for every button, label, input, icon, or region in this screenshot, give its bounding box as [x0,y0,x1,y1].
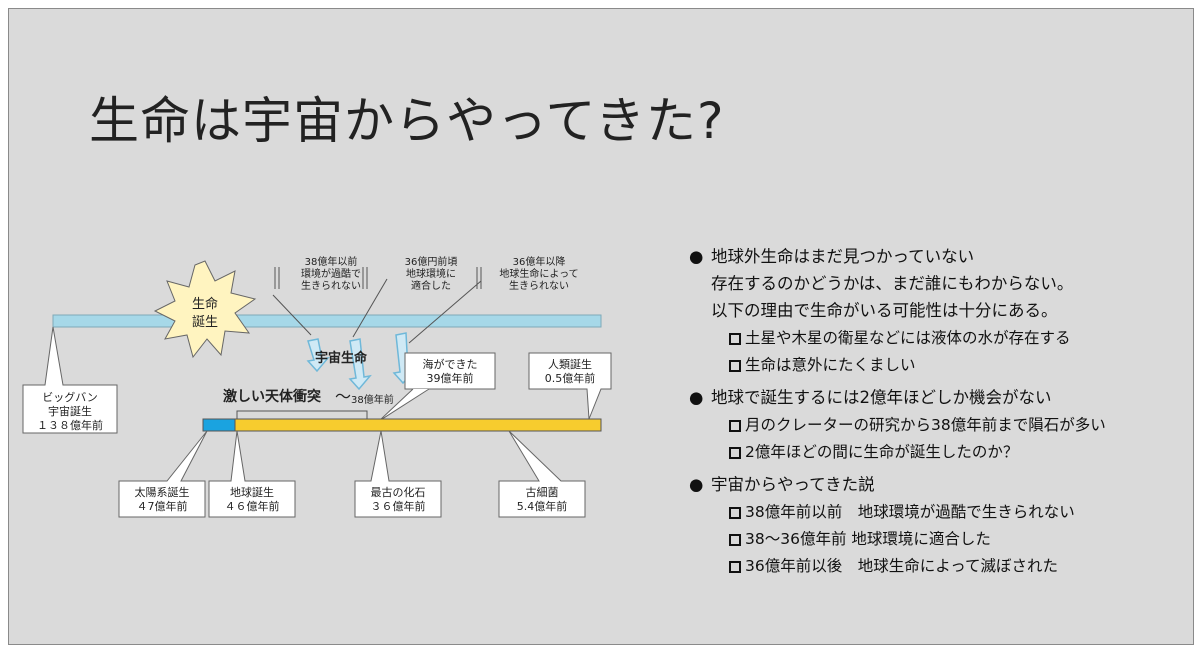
universe-timeline-bar [52,314,602,328]
svg-text:36億年以降: 36億年以降 [513,255,566,268]
annotation-36-after: 36億年以降 地球生命によって 生きられない [499,255,578,292]
svg-text:5.4億年前: 5.4億年前 [517,499,568,513]
svg-text:36億円前頃: 36億円前頃 [405,255,458,268]
earth-callout: 地球誕生 ４６億年前 [208,430,296,518]
bullet-section-3: ● 宇宙からやってきた説 38億年前以前 地球環境が過酷で生きられない 38〜36… [689,471,1169,579]
svg-text:４６億年前: ４６億年前 [225,499,280,513]
square-bullet-icon [729,447,741,459]
svg-text:宇宙誕生: 宇宙誕生 [48,404,92,418]
svg-text:最古の化石: 最古の化石 [371,485,426,499]
bombardment-label: 激しい天体衝突 [223,388,321,405]
slide: 生命は宇宙からやってきた? 生命 誕生 38億年以前 環境が過酷で 生きられない… [8,8,1194,645]
earth-timeline-bar [234,418,602,432]
svg-text:適合した: 適合した [411,279,451,292]
bullet-section-1: ● 地球外生命はまだ見つかっていない 存在するのかどうかは、まだ誰にもわからない。… [689,243,1169,378]
svg-text:４7億年前: ４7億年前 [137,499,188,513]
solar-system-bar [202,418,236,432]
starburst-label-line1: 生命 [192,296,218,312]
sub-bullet: 38億年前以前 地球環境が過酷で生きられない [689,499,1169,525]
ocean-callout: 海ができた 39億年前 [378,352,496,422]
sub-bullet: 2億年ほどの間に生命が誕生したのか？ [689,439,1169,465]
bullet-continuation: 存在するのかどうかは、まだ誰にもわからない。 [711,274,1074,293]
starburst-label-line2: 誕生 [192,315,218,330]
bigbang-callout: ビッグバン 宇宙誕生 １３８億年前 [22,326,118,434]
archaea-callout: 古細菌 5.4億年前 [498,430,586,518]
human-callout: 人類誕生 0.5億年前 [528,352,612,420]
life-birth-starburst [153,260,257,359]
svg-text:ビッグバン: ビッグバン [42,390,98,404]
bullet-text: 宇宙からやってきた説 [711,475,875,494]
svg-text:人類誕生: 人類誕生 [548,357,592,371]
square-bullet-icon [729,420,741,432]
svg-text:海ができた: 海ができた [423,357,478,371]
svg-text:39億年前: 39億年前 [427,371,474,385]
sub-bullet: 月のクレーターの研究から38億年前まで隕石が多い [689,412,1169,438]
svg-text:１３８億年前: １３８億年前 [37,418,103,432]
svg-text:生きられない: 生きられない [509,279,569,292]
square-bullet-icon [729,534,741,546]
svg-text:地球環境に: 地球環境に [406,267,456,280]
annotation-leader-lines [272,278,482,344]
svg-text:太陽系誕生: 太陽系誕生 [135,485,190,499]
svg-text:地球誕生: 地球誕生 [230,485,274,499]
bullet-list: ● 地球外生命はまだ見つかっていない 存在するのかどうかは、まだ誰にもわからない。… [689,243,1169,579]
bullet-dot: ● [689,388,704,407]
bombardment-bracket [236,410,368,419]
timeline-diagram: 生命 誕生 38億年以前 環境が過酷で 生きられない 36億円前頃 地球環境に … [22,255,612,518]
square-bullet-icon [729,360,741,372]
square-bullet-icon [729,561,741,573]
square-bullet-icon [729,333,741,345]
bullet-text: 地球外生命はまだ見つかっていない [711,247,975,266]
svg-text:環境が過酷で: 環境が過酷で [301,267,361,280]
svg-text:地球生命によって: 地球生命によって [499,267,578,280]
solar-callout: 太陽系誕生 ４7億年前 [118,430,208,518]
bullet-dot: ● [689,475,704,494]
svg-text:生きられない: 生きられない [301,279,361,292]
svg-text:３６億年前: ３６億年前 [371,499,426,513]
bullet-text: 地球で誕生するには2億年ほどしか機会がない [711,388,1052,407]
slide-title: 生命は宇宙からやってきた? [89,92,725,150]
svg-text:0.5億年前: 0.5億年前 [545,371,596,385]
svg-text:古細菌: 古細菌 [526,486,559,499]
square-bullet-icon [729,507,741,519]
annotation-38-before: 38億年以前 環境が過酷で 生きられない [301,255,361,292]
period-ticks [274,267,482,289]
sub-bullet: 38〜36億年前 地球環境に適合した [689,526,1169,552]
svg-text:38億年以前: 38億年以前 [305,255,358,268]
bombardment-tilde: 〜 [335,387,351,406]
sub-bullet: 土星や木星の衛星などには液体の水が存在する [689,325,1169,351]
bullet-section-2: ● 地球で誕生するには2億年ほどしか機会がない 月のクレーターの研究から38億年前… [689,384,1169,465]
sub-bullet: 生命は意外にたくましい [689,352,1169,378]
bullet-dot: ● [689,247,704,266]
annotation-36: 36億円前頃 地球環境に 適合した [405,255,458,292]
fossil-callout: 最古の化石 ３６億年前 [354,430,442,518]
sub-bullet: 36億年前以後 地球生命によって滅ぼされた [689,553,1169,579]
bombardment-time: 38億年前 [351,393,394,406]
bullet-continuation: 以下の理由で生命がいる可能性は十分にある。 [711,301,1058,320]
space-life-label: 宇宙生命 [315,350,368,366]
